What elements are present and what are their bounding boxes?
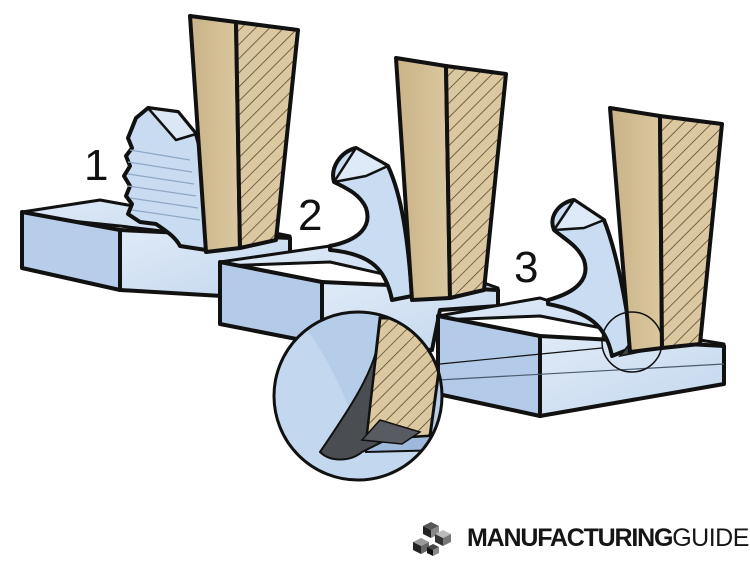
zoom-callout bbox=[272, 310, 444, 482]
brand-wordmark-strong: MANUFACTURING bbox=[467, 523, 673, 552]
brand-wordmark: MANUFACTURINGGUIDE bbox=[467, 524, 749, 553]
brand-wordmark-light: GUIDE bbox=[672, 523, 749, 552]
step-1-label: 1 bbox=[84, 141, 109, 190]
stage-2-tool bbox=[394, 56, 508, 302]
step-2-label: 2 bbox=[298, 191, 323, 240]
isometric-cubes-logo-icon bbox=[413, 522, 451, 556]
stage-2-workpiece bbox=[218, 146, 500, 352]
brand-logo-group: MANUFACTURINGGUIDE bbox=[413, 518, 749, 558]
stage-3-tool bbox=[608, 106, 724, 354]
step-3-label: 3 bbox=[514, 243, 539, 292]
stage-1-tool bbox=[188, 14, 300, 254]
detail-target-circle bbox=[601, 311, 663, 373]
